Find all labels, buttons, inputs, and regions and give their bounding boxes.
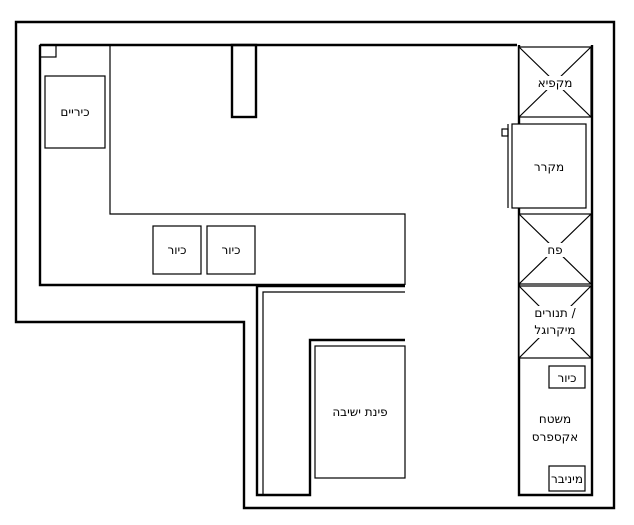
partition-outer	[255, 284, 405, 497]
pillar	[230, 43, 258, 119]
ovens-label-1: תנורים /	[534, 306, 576, 320]
fridge	[511, 123, 587, 209]
cooktop	[44, 75, 106, 149]
cooktop-label: כיריים	[60, 105, 89, 119]
small-sink	[548, 365, 586, 389]
sink-2-label: כיור	[221, 243, 240, 257]
minibar-label: מיניבר	[551, 472, 583, 486]
ovens-label-2: מיקרוגל	[534, 323, 575, 337]
freezer-label-bg	[537, 76, 573, 90]
trash-label: פח	[547, 243, 562, 257]
sink-2	[206, 225, 256, 275]
outer-wall	[14, 20, 616, 510]
ovens-label-bg	[533, 306, 579, 338]
freezer-label: מקפיא	[538, 76, 573, 90]
fridge-handle	[501, 128, 509, 137]
corner-marker	[39, 44, 57, 58]
counter-outline	[109, 45, 406, 285]
express-label-2: אקספרס	[532, 430, 578, 444]
sink-1	[152, 225, 202, 275]
trash-label-bg	[543, 243, 567, 257]
partition-inner	[262, 291, 405, 495]
express-label-1: משטח	[539, 412, 571, 426]
seating-label: פינת ישיבה	[332, 405, 387, 419]
fridge-label: מקרר	[534, 160, 564, 174]
seating-area	[314, 345, 406, 479]
sink-1-label: כיור	[167, 243, 186, 257]
minibar	[548, 465, 586, 492]
small-sink-label: כיור	[557, 371, 576, 385]
inner-room-outline	[38, 43, 517, 287]
